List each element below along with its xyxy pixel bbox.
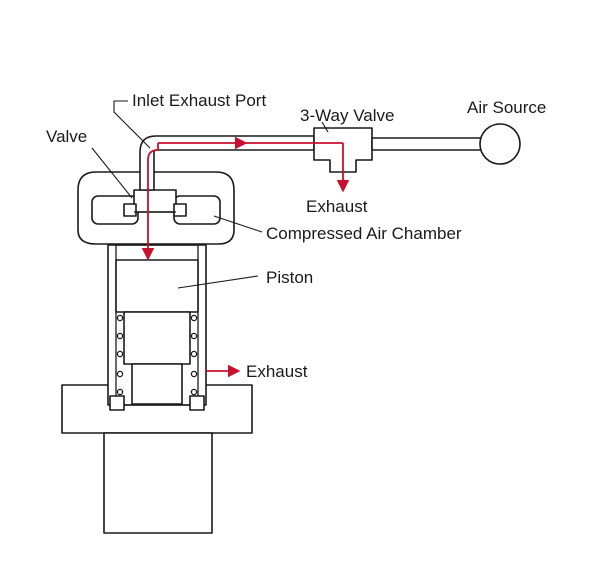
valve-seat-left xyxy=(123,203,137,217)
label-air-source: Air Source xyxy=(467,98,546,117)
leader-compressed-air-chamber xyxy=(213,215,263,233)
spring-coils-right xyxy=(190,314,198,396)
label-exhaust-side: Exhaust xyxy=(246,362,308,381)
air-flow-arrows xyxy=(141,136,350,378)
valve-seat-right xyxy=(173,203,187,217)
label-inlet-exhaust-port: Inlet Exhaust Port xyxy=(132,91,266,110)
air-source-pipe xyxy=(371,137,485,151)
piston-stem xyxy=(131,363,183,405)
set-screw-left xyxy=(109,395,125,411)
leader-three-way-valve xyxy=(321,121,329,133)
spring-coils-left xyxy=(116,314,124,396)
leader-inlet-exhaust-port xyxy=(113,100,151,149)
leader-piston xyxy=(177,275,259,289)
lower-body xyxy=(103,432,213,534)
label-exhaust-top: Exhaust xyxy=(306,197,368,216)
piston-head xyxy=(115,259,199,313)
set-screw-right xyxy=(189,395,205,411)
valve-body xyxy=(133,189,177,213)
label-valve: Valve xyxy=(46,127,87,146)
label-compressed-air-chamber: Compressed Air Chamber xyxy=(266,224,462,243)
label-three-way-valve: 3-Way Valve xyxy=(300,106,394,125)
label-piston: Piston xyxy=(266,268,313,287)
leader-valve xyxy=(91,147,133,199)
air-source-tank xyxy=(479,123,521,165)
cylinder-bore xyxy=(115,244,199,406)
piston-rod-housing xyxy=(123,311,191,365)
